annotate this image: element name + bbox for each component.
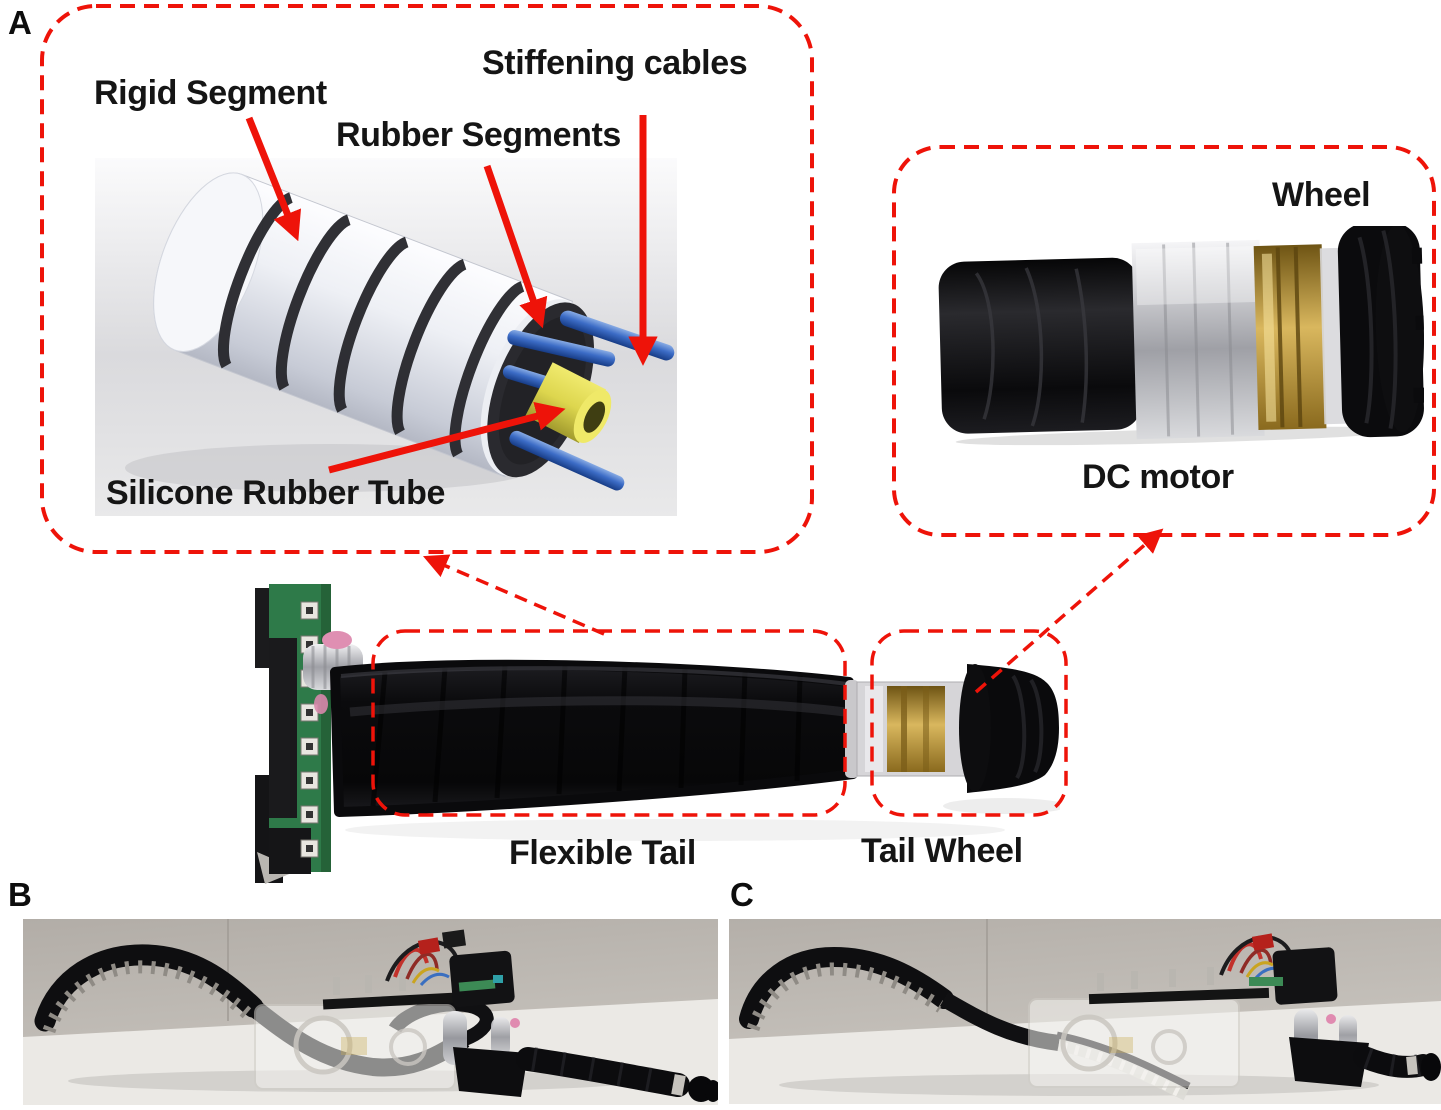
battery-box	[449, 950, 515, 1008]
callout-box-tail-wheel	[870, 629, 1068, 817]
tail-tip	[705, 1080, 718, 1102]
tail-assembly-photo	[255, 584, 1060, 884]
coupler-highlight	[865, 686, 883, 772]
tail-wheel-label: Tail Wheel	[861, 832, 1023, 870]
pink-adhesive	[322, 631, 352, 649]
red-wire	[1239, 948, 1273, 974]
brass-lines	[1275, 246, 1303, 428]
arrow-silicone-rubber-tube	[328, 401, 566, 474]
wheel-ridges	[1357, 230, 1398, 429]
tail-ring	[671, 1074, 686, 1096]
wheel-ridges	[1011, 674, 1044, 780]
brass-highlight	[1261, 253, 1277, 422]
pink-dot	[510, 1018, 520, 1028]
motor-sheen	[1135, 246, 1256, 306]
panel-b-label: B	[8, 876, 32, 913]
yellow-wire	[411, 967, 440, 984]
track-band	[739, 946, 954, 1029]
chassis-top-bar	[1088, 987, 1270, 1005]
red-wire	[1227, 942, 1263, 972]
tail-tip	[1421, 1053, 1441, 1081]
motor-cylinder	[491, 1017, 510, 1057]
red-connector	[417, 937, 441, 955]
pink-adhesive	[314, 694, 328, 714]
tape-seams	[370, 665, 803, 807]
wheel-flange	[1375, 226, 1424, 433]
dc-motor-photo	[938, 226, 1424, 446]
yellow-wire	[1245, 961, 1274, 978]
chassis-hole	[1060, 1014, 1118, 1072]
silver-ring	[845, 680, 859, 778]
sleeve-wrinkles	[974, 267, 1089, 427]
tail-ring	[1406, 1056, 1418, 1075]
wheel-tab	[1413, 387, 1424, 403]
callout-box-dc-motor	[892, 145, 1436, 537]
blue-wire	[419, 972, 450, 987]
black-connector	[441, 929, 467, 949]
battery-box	[1272, 947, 1338, 1005]
dc-motor-label: DC motor	[1082, 458, 1234, 496]
tail-band	[516, 1047, 690, 1097]
stiffening-cables-label: Stiffening cables	[482, 44, 748, 82]
chassis-hole	[389, 1028, 427, 1066]
pcb-edge	[321, 584, 331, 872]
panel-a-label: A	[8, 4, 32, 41]
wheel-tab	[1415, 315, 1424, 330]
silicone-rubber-tube-label: Silicone Rubber Tube	[106, 474, 445, 512]
tail-shadow	[345, 819, 1005, 841]
pink-dot	[1326, 1014, 1336, 1024]
arrow-rigid-segment	[245, 116, 302, 242]
teal-component	[493, 975, 503, 983]
track-studs	[746, 962, 945, 1032]
brass-hint	[1109, 1037, 1133, 1053]
leader-wheel-to-inset	[974, 528, 1164, 694]
rubber-segments-label: Rubber Segments	[336, 116, 621, 154]
tape-sheen	[349, 696, 846, 717]
stiffening-cable	[509, 430, 625, 491]
callout-box-flexible-tail	[371, 629, 847, 817]
red-wire	[393, 947, 429, 978]
brass-gear	[887, 686, 945, 772]
chassis-hole	[1151, 1029, 1187, 1065]
stiffening-cable	[507, 330, 616, 367]
leader-tail-to-cross-section	[422, 554, 605, 636]
green-board	[458, 979, 496, 992]
tape-highlight	[340, 666, 848, 686]
brass-hint	[341, 1037, 367, 1055]
wheel-tab	[1411, 247, 1423, 264]
wheel-shadow	[943, 798, 1060, 814]
panel-c-label: C	[730, 876, 754, 913]
panel-c-photo	[729, 919, 1441, 1104]
flexible-tail-label: Flexible Tail	[509, 834, 696, 872]
motor-seams	[1162, 242, 1235, 437]
callout-box-cross-section	[40, 4, 814, 554]
wheel-label: Wheel	[1272, 176, 1371, 214]
rigid-segment-label: Rigid Segment	[94, 74, 327, 112]
pcb-component	[269, 638, 297, 818]
chassis-hole	[293, 1015, 353, 1075]
shaft-ridges	[311, 645, 351, 689]
standoffs	[1097, 967, 1214, 991]
tail-mount-cone	[453, 1047, 528, 1097]
gear-line	[901, 686, 907, 772]
green-board	[1249, 977, 1283, 986]
track-band	[34, 944, 264, 1032]
tail-mount-cone	[1289, 1037, 1369, 1087]
panel-b-photo	[23, 919, 718, 1105]
arrow-rubber-segments	[483, 164, 548, 329]
red-connector	[1251, 933, 1275, 951]
wheel-hub	[959, 664, 991, 792]
red-wire	[405, 952, 439, 980]
tube-hole	[583, 401, 606, 433]
gear-line	[923, 686, 929, 772]
